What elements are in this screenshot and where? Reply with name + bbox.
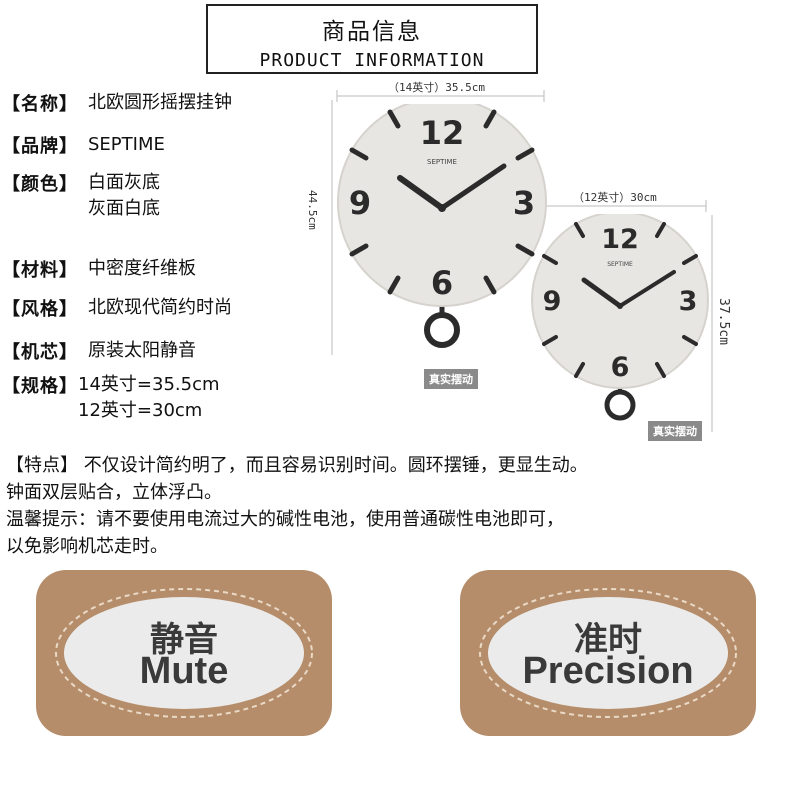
numeral-3: 3 <box>513 184 535 222</box>
spec-material: 【材料】中密度纤维板 <box>2 256 196 282</box>
spec-value: 12英寸=30cm <box>78 400 203 421</box>
badge-frame <box>36 570 332 736</box>
mute-badge: 静音 Mute <box>34 568 334 742</box>
spec-key: 【颜色】 <box>2 174 78 195</box>
minute-hand <box>618 270 676 308</box>
minute-hand <box>439 163 507 211</box>
title-cn: 商品信息 <box>322 19 422 45</box>
spec-key: 【品牌】 <box>2 136 78 157</box>
small-height-label: 37.5cm <box>716 298 731 345</box>
spec-movement: 【机芯】原装太阳静音 <box>2 338 196 364</box>
title-en: PRODUCT INFORMATION <box>259 50 485 71</box>
numeral-9: 9 <box>349 184 371 222</box>
spec-key: 【材料】 <box>2 260 78 281</box>
large-clock: 12 3 6 9 SEPTIME <box>337 104 547 348</box>
small-clock: 12 3 6 9 SEPTIME <box>531 214 709 421</box>
swing-tag-large: 真实摆动 <box>424 369 478 389</box>
spec-value: 北欧圆形摇摆挂钟 <box>88 92 232 113</box>
badge-label-en: Precision <box>522 650 694 692</box>
clock-pivot <box>438 204 446 212</box>
hour-ticks <box>542 222 698 378</box>
spec-value: 灰面白底 <box>88 198 160 219</box>
spec-size: 【规格】14英寸=35.5cm 12英寸=30cm <box>2 372 220 424</box>
spec-value: SEPTIME <box>88 134 165 155</box>
hour-ticks <box>349 109 535 295</box>
numeral-9: 9 <box>543 286 562 317</box>
hour-hand <box>397 175 445 211</box>
spec-key: 【风格】 <box>2 299 78 320</box>
pendulum-ring <box>424 312 460 348</box>
numeral-12: 12 <box>420 114 465 152</box>
features-line: 【特点】 不仅设计简约明了，而且容易识别时间。圆环摆锤，更显生动。 <box>6 455 588 476</box>
badge-label-cn: 准时 <box>574 620 642 660</box>
numeral-6: 6 <box>611 352 630 383</box>
spec-key: 【机芯】 <box>2 342 78 363</box>
numeral-12: 12 <box>601 224 639 255</box>
spec-color: 【颜色】白面灰底灰面白底 <box>2 170 160 222</box>
large-height-label: 44.5cm <box>306 190 319 230</box>
badge-label-cn: 静音 <box>150 620 218 660</box>
features-line: 温馨提示：请不要使用电流过大的碱性电池，使用普通碳性电池即可， <box>6 509 564 530</box>
small-width-label: （12英寸）30cm <box>573 191 657 204</box>
spec-value: 14英寸=35.5cm <box>78 374 220 395</box>
spec-value: 白面灰底 <box>88 172 160 193</box>
clock-pivot <box>617 303 623 309</box>
features-line: 以免影响机芯走时。 <box>6 536 168 557</box>
numeral-3: 3 <box>679 286 698 317</box>
clock-brand: SEPTIME <box>427 158 457 166</box>
badge-label-en: Mute <box>139 650 229 692</box>
swing-tag-small: 真实摆动 <box>648 421 702 441</box>
features-line: 钟面双层贴合，立体浮凸。 <box>6 482 222 503</box>
clock-face <box>531 214 709 389</box>
spec-key: 【名称】 <box>2 94 78 115</box>
precision-badge: 准时 Precision <box>458 568 758 742</box>
clock-brand: SEPTIME <box>607 261 633 268</box>
spec-key: 【规格】 <box>2 376 78 397</box>
numeral-6: 6 <box>431 264 453 302</box>
spec-value: 中密度纤维板 <box>88 258 196 279</box>
spec-value: 北欧现代简约时尚 <box>88 297 232 318</box>
title-box: 商品信息 PRODUCT INFORMATION <box>206 4 538 74</box>
spec-name: 【名称】北欧圆形摇摆挂钟 <box>2 90 232 116</box>
spec-brand: 【品牌】 SEPTIME <box>2 132 165 158</box>
spec-style: 【风格】北欧现代简约时尚 <box>2 295 232 321</box>
large-width-label: （14英寸）35.5cm <box>388 81 485 94</box>
features-text: 【特点】 不仅设计简约明了，而且容易识别时间。圆环摆锤，更显生动。 钟面双层贴合… <box>6 452 800 560</box>
spec-value: 原装太阳静音 <box>88 340 196 361</box>
hour-hand <box>581 277 623 309</box>
badge-frame <box>460 570 756 736</box>
pendulum-ring <box>604 389 636 421</box>
